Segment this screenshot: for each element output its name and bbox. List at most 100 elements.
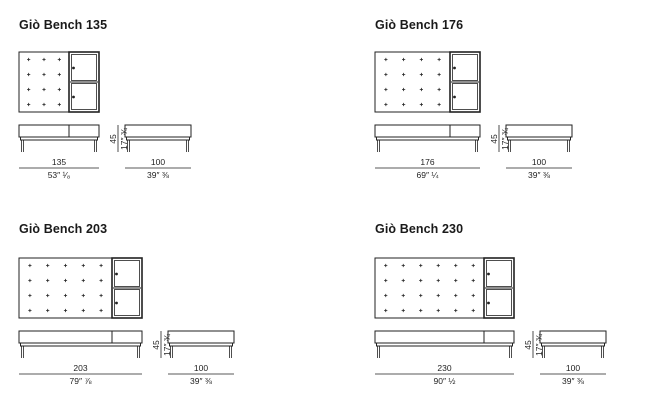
depth-in: 39″ ⅜ bbox=[190, 376, 213, 386]
height-cm: 45 bbox=[523, 340, 533, 350]
tuft-button bbox=[437, 72, 441, 77]
side-top bbox=[124, 124, 192, 138]
tuft-button bbox=[436, 278, 440, 283]
drawer-top bbox=[71, 54, 97, 81]
height-in: 17″ ¾ bbox=[534, 333, 544, 356]
tuft-button bbox=[384, 102, 388, 107]
height-cm: 45 bbox=[489, 134, 499, 144]
side-leg bbox=[542, 346, 545, 358]
tuft-button bbox=[42, 72, 46, 77]
tuft-button bbox=[63, 293, 68, 298]
length-in: 79″ ⅞ bbox=[70, 376, 93, 386]
tuft-button bbox=[419, 263, 423, 268]
depth-in: 39″ ⅜ bbox=[528, 170, 551, 180]
tuft-button bbox=[99, 293, 103, 298]
tuft-button bbox=[42, 87, 46, 92]
storage-unit bbox=[111, 257, 143, 319]
drawer-bottom bbox=[486, 289, 512, 316]
tuft-button bbox=[384, 308, 388, 313]
tuft-button bbox=[419, 87, 423, 92]
tuft-button bbox=[454, 308, 458, 313]
tuft-button bbox=[57, 102, 61, 107]
tuft-button bbox=[436, 293, 440, 298]
tuft-button bbox=[57, 87, 61, 92]
tuft-button bbox=[46, 293, 50, 298]
tuft-button bbox=[46, 308, 50, 313]
tuft-button bbox=[401, 278, 405, 283]
front-top bbox=[18, 124, 100, 138]
drawer-knob bbox=[487, 301, 490, 305]
side-leg bbox=[186, 140, 189, 152]
side-top bbox=[505, 124, 573, 138]
length-cm: 176 bbox=[420, 157, 434, 167]
front-leg bbox=[94, 140, 97, 152]
front-top bbox=[374, 330, 515, 344]
tuft-button bbox=[437, 57, 441, 62]
tuft-button bbox=[401, 263, 405, 268]
tuft-button bbox=[57, 57, 61, 62]
tuft-button bbox=[57, 72, 61, 77]
height-in: 17″ ¾ bbox=[162, 333, 172, 356]
side-leg bbox=[601, 346, 604, 358]
tuft-button bbox=[28, 278, 32, 283]
front-top bbox=[374, 124, 481, 138]
drawer-top bbox=[486, 260, 512, 287]
tuft-button bbox=[384, 263, 388, 268]
tuft-button bbox=[28, 293, 32, 298]
drawer-knob bbox=[115, 272, 118, 276]
tuft-button bbox=[99, 278, 103, 283]
tuft-button bbox=[384, 57, 388, 62]
drawer-bottom bbox=[114, 289, 140, 316]
tuft-button bbox=[471, 293, 475, 298]
tuft-button bbox=[471, 308, 475, 313]
tuft-button bbox=[436, 263, 440, 268]
front-rail bbox=[20, 342, 141, 347]
tuft-button bbox=[454, 278, 458, 283]
front-rail bbox=[376, 342, 513, 347]
depth-cm: 100 bbox=[194, 363, 208, 373]
bench-176-title: Giò Bench 176 bbox=[375, 18, 464, 32]
height-in: 17″ ¾ bbox=[500, 127, 510, 150]
tuft-button bbox=[401, 308, 405, 313]
tuft-button bbox=[63, 278, 68, 283]
tuft-button bbox=[63, 308, 68, 313]
depth-cm: 100 bbox=[532, 157, 546, 167]
height-cm: 45 bbox=[108, 134, 118, 144]
tuft-button bbox=[419, 293, 423, 298]
depth-in: 39″ ⅜ bbox=[147, 170, 170, 180]
tuft-button bbox=[402, 87, 406, 92]
tuft-button bbox=[81, 263, 85, 268]
length-in: 90″ ½ bbox=[434, 376, 456, 386]
length-cm: 135 bbox=[52, 157, 66, 167]
tuft-button bbox=[402, 72, 406, 77]
tuft-button bbox=[419, 57, 423, 62]
front-leg bbox=[475, 140, 478, 152]
length-in: 53″ ¹⁄₈ bbox=[48, 170, 71, 180]
tuft-button bbox=[42, 57, 46, 62]
tuft-button bbox=[99, 308, 103, 313]
tuft-button bbox=[63, 263, 68, 268]
tuft-button bbox=[42, 102, 46, 107]
front-leg bbox=[377, 140, 380, 152]
bench-230-title: Giò Bench 230 bbox=[375, 222, 464, 236]
tuft-button bbox=[419, 72, 423, 77]
tuft-button bbox=[437, 102, 441, 107]
depth-in: 39″ ⅜ bbox=[562, 376, 585, 386]
drawer-knob bbox=[72, 95, 75, 99]
side-rail bbox=[507, 136, 571, 141]
drawer-top bbox=[114, 260, 140, 287]
tuft-button bbox=[402, 57, 406, 62]
tuft-button bbox=[471, 263, 475, 268]
drawer-knob bbox=[72, 66, 75, 70]
tuft-button bbox=[454, 293, 458, 298]
front-rail bbox=[20, 136, 98, 141]
side-leg bbox=[508, 140, 511, 152]
side-top bbox=[539, 330, 607, 344]
tuft-button bbox=[384, 278, 388, 283]
length-cm: 230 bbox=[437, 363, 451, 373]
bench-203-title: Giò Bench 203 bbox=[19, 222, 108, 236]
depth-cm: 100 bbox=[566, 363, 580, 373]
tuft-button bbox=[384, 293, 388, 298]
